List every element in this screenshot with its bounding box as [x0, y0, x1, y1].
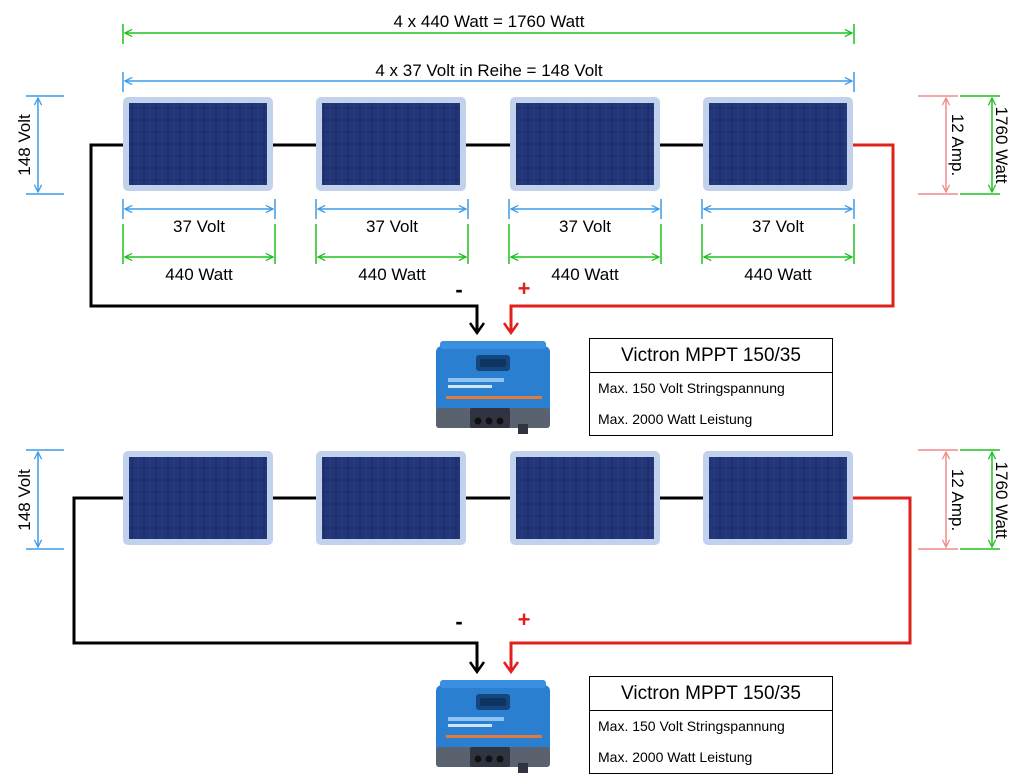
panel-voltage-label: 37 Volt	[752, 217, 804, 236]
current-label: 12 Amp.	[948, 469, 967, 531]
solar-panel-2	[316, 97, 466, 191]
positive-wire	[502, 496, 912, 675]
total-voltage-dimension: 4 x 37 Volt in Reihe = 148 Volt	[122, 61, 855, 92]
panel-voltage-label: 37 Volt	[173, 217, 225, 236]
total-voltage-label: 4 x 37 Volt in Reihe = 148 Volt	[375, 61, 603, 80]
solar-panel-3	[510, 97, 660, 191]
controller-spec-box: Victron MPPT 150/35 Max. 150 Volt String…	[589, 338, 833, 436]
positive-wire	[502, 143, 895, 336]
total-power-dimension: 4 x 440 Watt = 1760 Watt	[122, 12, 855, 44]
controller-title: Victron MPPT 150/35	[590, 339, 832, 373]
controller-title: Victron MPPT 150/35	[590, 677, 832, 711]
charge-controller	[436, 680, 550, 773]
minus-label: -	[455, 609, 462, 634]
solar-panel-2	[316, 451, 466, 545]
controller-max-power: Max. 2000 Watt Leistung	[598, 411, 753, 427]
current-label: 12 Amp.	[948, 114, 967, 176]
power-label: 1760 Watt	[992, 462, 1011, 539]
panel-power-label: 440 Watt	[744, 265, 812, 284]
controller-max-power: Max. 2000 Watt Leistung	[598, 749, 753, 765]
panel-power-label: 440 Watt	[551, 265, 619, 284]
panel-power-label: 440 Watt	[358, 265, 426, 284]
panel-1-dimensions: 37 Volt 440 Watt	[122, 199, 276, 284]
top-array: 4 x 440 Watt = 1760 Watt 4 x 37 Volt in …	[15, 12, 1011, 434]
string-voltage-dimension: 148 Volt	[15, 449, 64, 550]
total-power-label: 4 x 440 Watt = 1760 Watt	[393, 12, 584, 31]
string-voltage-label: 148 Volt	[15, 469, 34, 531]
panel-power-label: 440 Watt	[165, 265, 233, 284]
charge-controller	[436, 341, 550, 434]
solar-panel-4	[703, 97, 853, 191]
negative-wire	[72, 496, 486, 675]
string-voltage-label: 148 Volt	[15, 114, 34, 176]
panel-3-dimensions: 37 Volt 440 Watt	[508, 199, 662, 284]
power-dimension: 1760 Watt	[960, 95, 1011, 195]
panel-voltage-label: 37 Volt	[559, 217, 611, 236]
panel-2-dimensions: 37 Volt 440 Watt	[315, 199, 469, 284]
bottom-array: 148 Volt - +	[15, 449, 1011, 773]
solar-panel-1	[123, 451, 273, 545]
minus-label: -	[455, 277, 462, 302]
controller-max-voltage: Max. 150 Volt Stringspannung	[598, 718, 785, 734]
panel-4-dimensions: 37 Volt 440 Watt	[701, 199, 855, 284]
plus-label: +	[518, 607, 531, 632]
controller-spec-box: Victron MPPT 150/35 Max. 150 Volt String…	[589, 676, 833, 774]
controller-max-voltage: Max. 150 Volt Stringspannung	[598, 380, 785, 396]
solar-panel-1	[123, 97, 273, 191]
solar-panel-4	[703, 451, 853, 545]
power-label: 1760 Watt	[992, 107, 1011, 184]
power-dimension: 1760 Watt	[960, 449, 1011, 550]
solar-panel-3	[510, 451, 660, 545]
panel-voltage-label: 37 Volt	[366, 217, 418, 236]
current-dimension: 12 Amp.	[918, 449, 967, 550]
negative-wire	[89, 143, 486, 336]
current-dimension: 12 Amp.	[918, 95, 967, 195]
string-voltage-dimension: 148 Volt	[15, 95, 64, 195]
plus-label: +	[518, 276, 531, 301]
